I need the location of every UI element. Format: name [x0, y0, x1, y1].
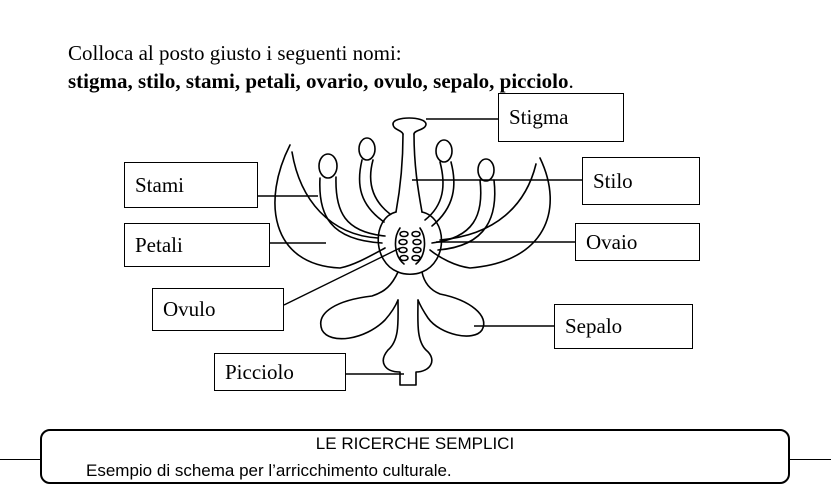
word-list: stigma, stilo, stami, petali, ovario, ov…: [68, 66, 574, 96]
label-stilo: Stilo: [582, 157, 700, 205]
label-sepalo: Sepalo: [554, 304, 693, 349]
footer-box: LE RICERCHE SEMPLICI Esempio di schema p…: [40, 429, 790, 484]
word-list-terms: stigma, stilo, stami, petali, ovario, ov…: [68, 69, 569, 93]
stamen-left-1-filament: [319, 177, 383, 244]
ovary-shape: [377, 211, 443, 276]
label-petali: Petali: [124, 223, 270, 267]
stigma-shape: [392, 117, 427, 135]
label-ovulo: Ovulo: [152, 288, 284, 331]
ovules-icon: [398, 230, 422, 262]
right-petal-outer: [429, 157, 551, 269]
right-petal-inner: [439, 163, 537, 241]
left-petal-outer: [274, 144, 386, 269]
word-list-period: .: [568, 69, 574, 93]
receptacle-shape: [319, 271, 399, 340]
footer-rule-right: [790, 459, 831, 460]
stamen-left-2-filament: [358, 159, 385, 223]
label-picciolo: Picciolo: [214, 353, 346, 391]
left-petal-inner: [291, 151, 379, 239]
label-stami: Stami: [124, 162, 258, 208]
instruction-text: Colloca al posto giusto i seguenti nomi:: [68, 41, 402, 65]
label-stigma: Stigma: [498, 93, 624, 142]
anther-icon: [318, 153, 338, 179]
footer-title: LE RICERCHE SEMPLICI: [315, 434, 515, 453]
stem-shape: [382, 299, 433, 386]
label-ovaio: Ovaio: [575, 223, 700, 261]
leader-ovulo: [283, 247, 401, 306]
style-shape: [395, 133, 404, 213]
footer-rule-left: [0, 459, 40, 460]
stamen-right-2-filament: [424, 161, 444, 221]
footer-subtitle: Esempio di schema per l’arricchimento cu…: [86, 461, 452, 480]
stamen-right-1-filament: [431, 179, 482, 244]
